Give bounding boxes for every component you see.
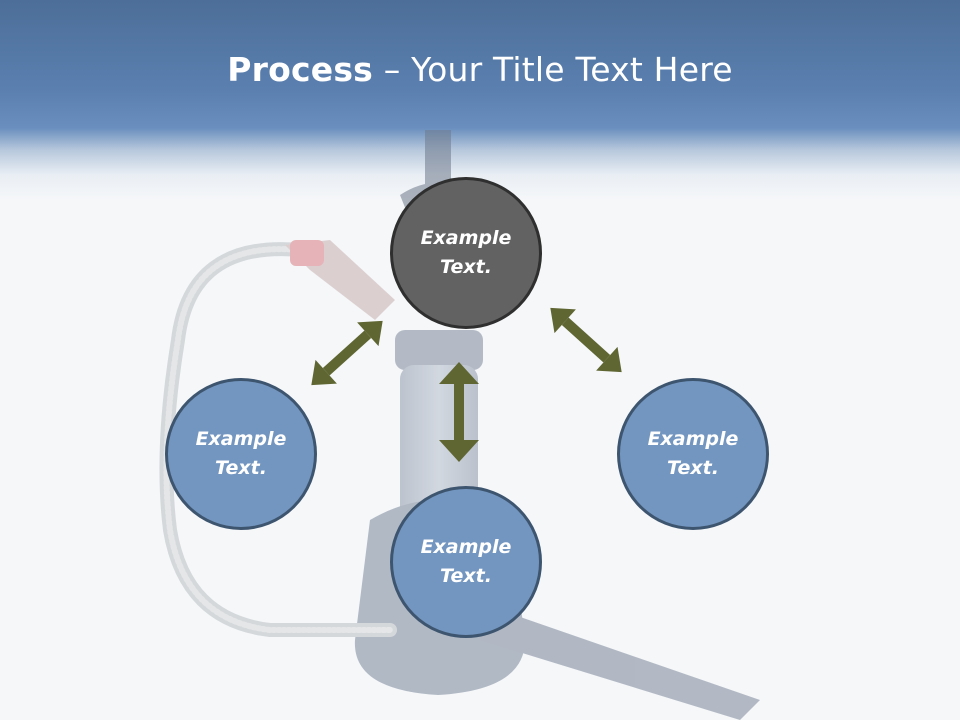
process-node-bottom[interactable]: Example Text. (390, 486, 542, 638)
node-text-left: Example Text. (195, 428, 287, 479)
node-text-right: Example Text. (647, 428, 739, 479)
process-node-left[interactable]: Example Text. (165, 378, 317, 530)
header-band (0, 0, 960, 200)
process-node-top[interactable]: Example Text. (390, 177, 542, 329)
title-bold: Process (227, 50, 374, 89)
title-rest: – Your Title Text Here (373, 50, 733, 89)
slide-title: Process – Your Title Text Here (0, 50, 960, 89)
node-text-bottom: Example Text. (420, 536, 512, 587)
node-text-top: Example Text. (420, 227, 512, 278)
double-arrow-icon (311, 307, 622, 462)
process-node-right[interactable]: Example Text. (617, 378, 769, 530)
